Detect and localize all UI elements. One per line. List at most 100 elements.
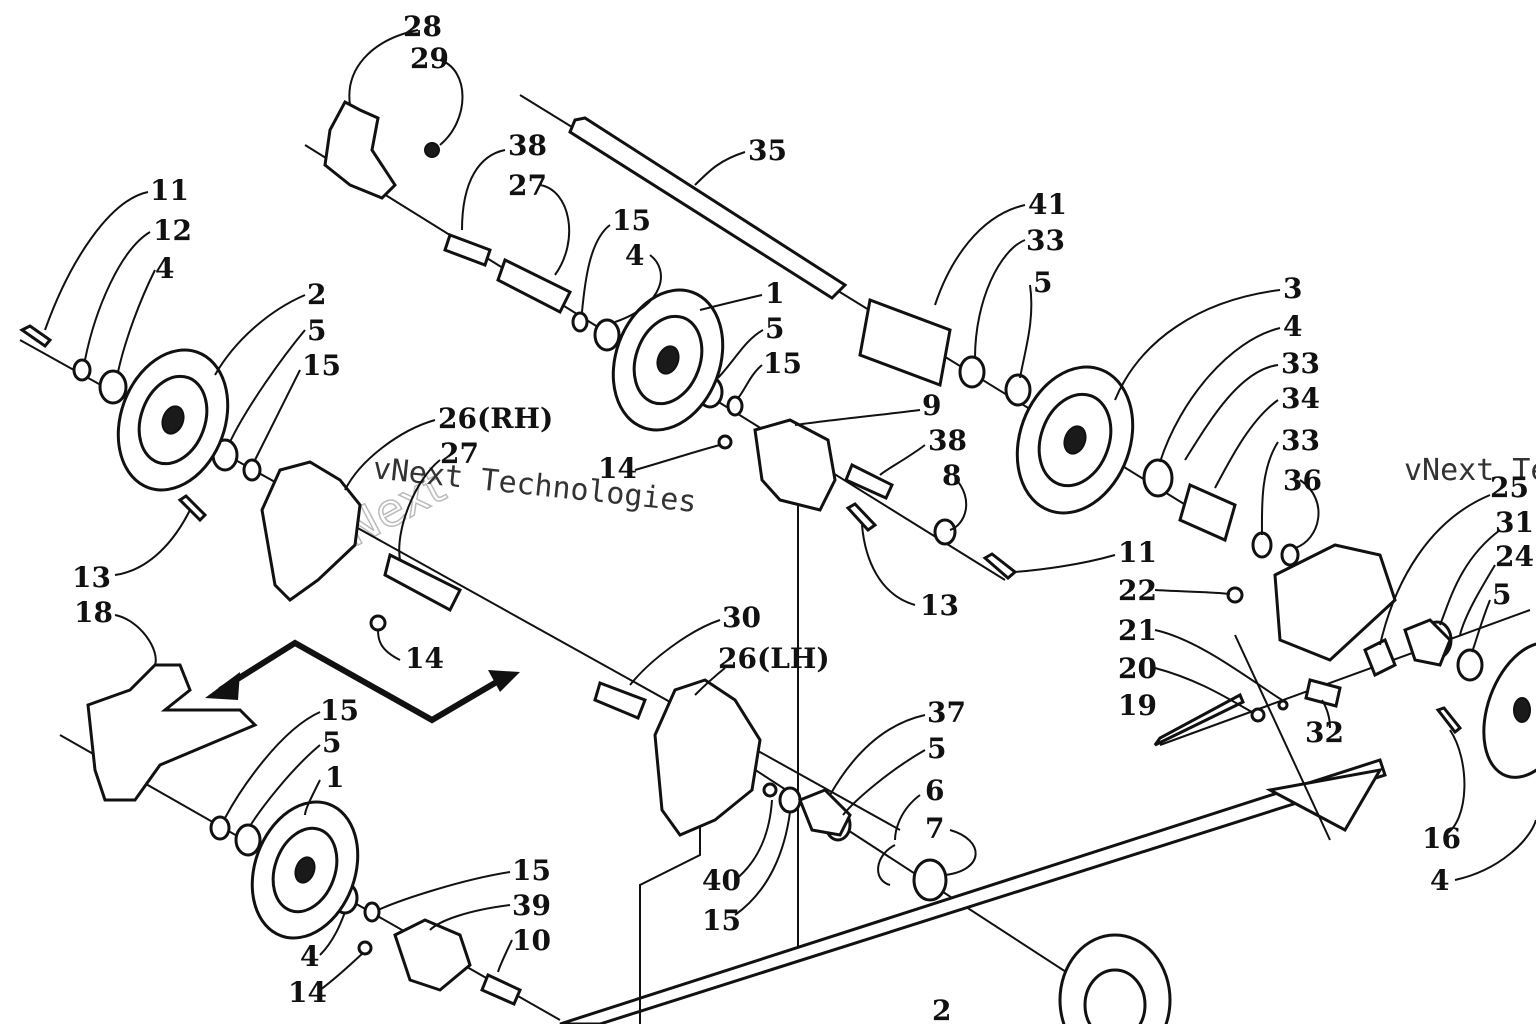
bracket-28 (323, 99, 440, 200)
callout-26-lh: 26(LH) (718, 642, 830, 675)
leader-5f (249, 744, 321, 827)
bearing-25 (1403, 618, 1452, 667)
leader-10 (497, 939, 513, 973)
clamp-31 (1363, 637, 1397, 678)
leader-15f (377, 871, 511, 911)
idler-39 (393, 918, 472, 992)
callout-32: 32 (1305, 716, 1344, 749)
bracket-body (323, 99, 397, 200)
washer-21 (1277, 699, 1289, 711)
leader-39 (429, 904, 511, 931)
spacer-27-mid (383, 552, 463, 613)
callout-5-mid: 5 (927, 732, 946, 765)
arrow-head-right (488, 670, 520, 692)
callout-38-mid: 38 (928, 424, 967, 457)
clip-6 (877, 844, 896, 886)
watermark-text-right: vNext Te (1404, 453, 1536, 488)
callout-4-lower: 4 (300, 940, 319, 973)
callout-30: 30 (722, 601, 761, 634)
callout-15-lower: 15 (320, 694, 359, 727)
callout-2-bottom: 2 (932, 994, 951, 1024)
wheel-right-partial (1482, 641, 1536, 779)
callout-22: 22 (1118, 574, 1157, 607)
callout-25: 25 (1490, 471, 1529, 504)
washer-15-top-b (726, 395, 744, 417)
bearing-5-right (1456, 648, 1484, 682)
bracket-9 (753, 418, 837, 512)
leader-2 (214, 294, 306, 376)
leader-14a (634, 444, 721, 471)
callout-39: 39 (512, 889, 551, 922)
right-axle-axis (1159, 609, 1531, 746)
callout-33-right: 33 (1281, 347, 1320, 380)
rail-top (559, 758, 1387, 1024)
spacer-27-top (496, 257, 573, 315)
leader-33c (1260, 441, 1279, 536)
washer-15-lower (209, 815, 231, 841)
leader-35 (694, 151, 746, 186)
callout-36: 36 (1283, 464, 1322, 497)
callout-16: 16 (1422, 822, 1461, 855)
leader-15e (224, 711, 321, 819)
callout-11-right: 11 (1118, 536, 1157, 569)
wheel-center (1513, 697, 1531, 723)
bolt-11-left (19, 324, 53, 349)
callout-24: 24 (1495, 540, 1534, 573)
washer-15-lower-b (363, 901, 381, 923)
nut-40 (762, 782, 778, 798)
leader-21 (1154, 629, 1283, 701)
callout-14-left: 14 (405, 642, 444, 675)
callout-33-top: 33 (1026, 224, 1065, 257)
leader-4e (1454, 819, 1536, 881)
callout-14-mid: 14 (598, 452, 637, 485)
leader-38a (461, 149, 506, 231)
callout-29: 29 (410, 42, 449, 75)
callout-35: 35 (748, 134, 787, 167)
leader-26rh (344, 419, 436, 491)
callout-26-rh: 26(RH) (438, 402, 553, 435)
callout-31: 31 (1495, 506, 1534, 539)
leader-4b (1159, 327, 1281, 463)
callout-4-right-lower: 4 (1430, 864, 1449, 897)
leader-37 (829, 714, 926, 796)
spacer-41 (858, 297, 952, 388)
washer-15-mid (778, 786, 802, 814)
washer-15-top (571, 311, 589, 333)
callout-27-top: 27 (508, 169, 547, 202)
bolt-13-left (177, 494, 208, 523)
wheel-bottom-partial (1058, 933, 1172, 1024)
leader-31 (1439, 529, 1501, 626)
washers (72, 311, 1484, 923)
nut-14-mid (717, 434, 733, 450)
slide-rail (559, 634, 1387, 1024)
leader-13b (861, 524, 916, 606)
callout-37: 37 (927, 696, 966, 729)
wheel-1-top (611, 288, 725, 432)
spacer-38-top (443, 233, 492, 267)
spacers (383, 233, 1342, 1006)
callout-15-top: 15 (612, 204, 651, 237)
leader-5b (1019, 284, 1033, 379)
leader-6 (894, 794, 921, 841)
bearing-33-top (958, 355, 986, 389)
callout-14-lower: 14 (288, 976, 327, 1009)
callout-5-top-right: 5 (1033, 266, 1052, 299)
spacer-34 (1178, 482, 1237, 543)
callout-21: 21 (1118, 614, 1157, 647)
leader-15b (737, 364, 763, 399)
callout-20: 20 (1118, 652, 1157, 685)
cap-7 (912, 858, 948, 902)
wheel-1-lower (250, 800, 360, 940)
shaft-body (568, 116, 848, 300)
bearing-4-right (1142, 458, 1174, 498)
leader-16 (1444, 729, 1466, 836)
leader-7 (944, 829, 977, 876)
wheel-2 (116, 348, 230, 492)
callout-7: 7 (925, 812, 944, 845)
callout-11-left: 11 (150, 174, 189, 207)
leader-5c (229, 329, 306, 443)
bolt-19 (1153, 692, 1245, 747)
leader-33a (974, 239, 1026, 359)
bearing-37 (798, 788, 852, 837)
